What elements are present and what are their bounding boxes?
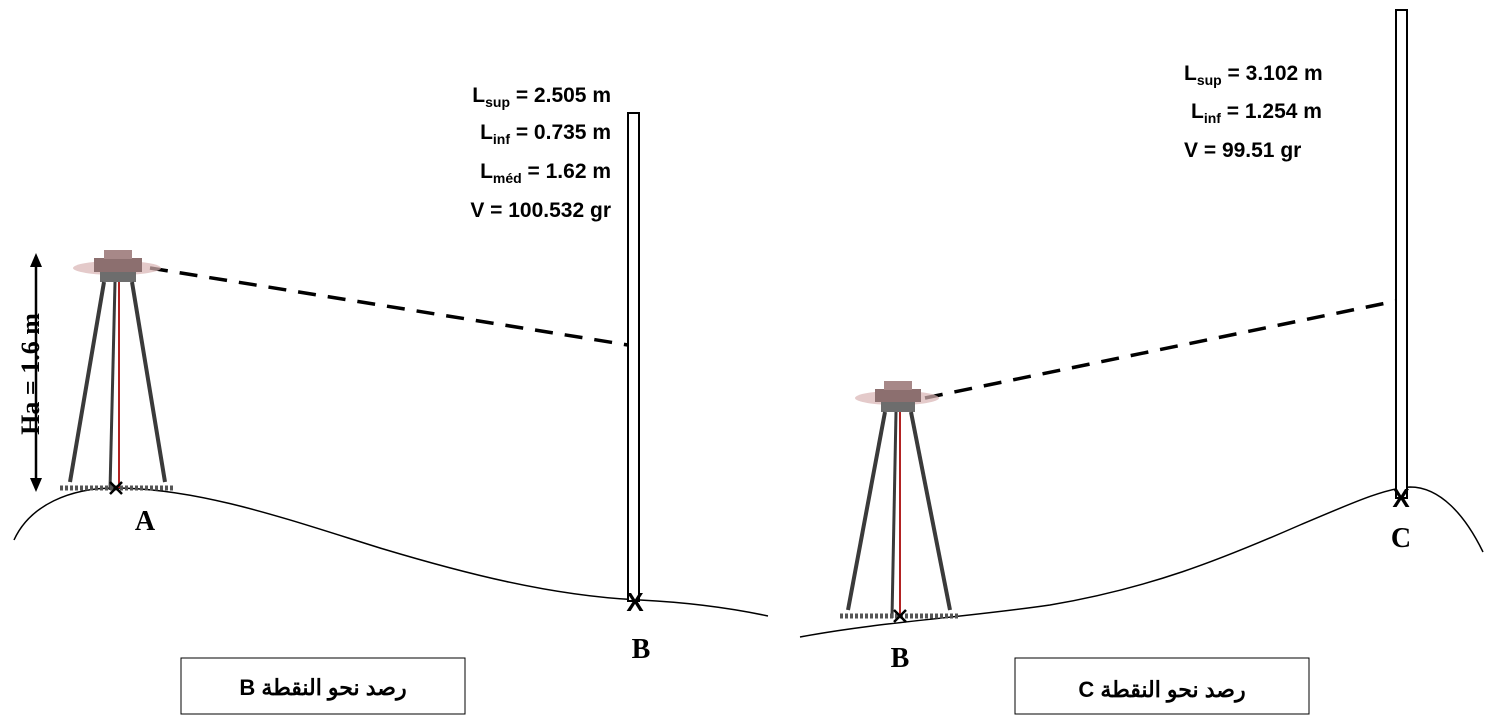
measurement-vertical-angle: V = 100.532 gr	[470, 199, 611, 222]
caption-box-c	[1014, 657, 1310, 715]
measurement-lsup: Lsup = 3.102 m	[1184, 62, 1323, 88]
target-mark-b: X	[626, 587, 644, 617]
instrument-height-dimension	[30, 253, 42, 492]
measurement-vertical-angle: V = 99.51 gr	[1184, 139, 1301, 162]
station-label-a: A	[135, 506, 156, 537]
measurement-linf: Linf = 1.254 m	[1191, 100, 1322, 126]
measurement-lsup: Lsup = 2.505 m	[472, 84, 611, 110]
leveling-staff-c	[1395, 9, 1408, 499]
total-station-a	[60, 250, 175, 495]
line-of-sight-c	[924, 299, 1397, 400]
measurements-b: Lsup = 2.505 m Linf = 0.735 m Lméd = 1.6…	[470, 84, 611, 222]
station-label-b: B	[891, 643, 910, 674]
panel-c: B X C Lsup = 3.102 m Linf = 1.254 m V = …	[799, 9, 1484, 715]
caption-box-b	[180, 657, 466, 715]
instrument-height-label: Ha = 1.6 m	[16, 313, 45, 435]
target-label-c: C	[1391, 523, 1411, 554]
total-station-b	[840, 381, 960, 623]
measurements-c: Lsup = 3.102 m Linf = 1.254 m V = 99.51 …	[1184, 62, 1323, 162]
caption-c: رصد نحو النقطة C	[1078, 677, 1245, 703]
measurement-linf: Linf = 0.735 m	[480, 121, 611, 147]
measurement-lmed: Lméd = 1.62 m	[480, 160, 611, 186]
target-label-b: B	[632, 634, 651, 665]
terrain-right	[799, 486, 1484, 638]
caption-b: رصد نحو النقطة B	[239, 675, 406, 701]
terrain-left	[13, 487, 769, 617]
target-mark-c: X	[1392, 483, 1410, 513]
panel-b: Ha = 1.6 m A X B Lsup = 2.505 m Linf = 0…	[13, 84, 769, 715]
leveling-staff-b	[627, 112, 640, 602]
line-of-sight-b	[149, 266, 629, 347]
